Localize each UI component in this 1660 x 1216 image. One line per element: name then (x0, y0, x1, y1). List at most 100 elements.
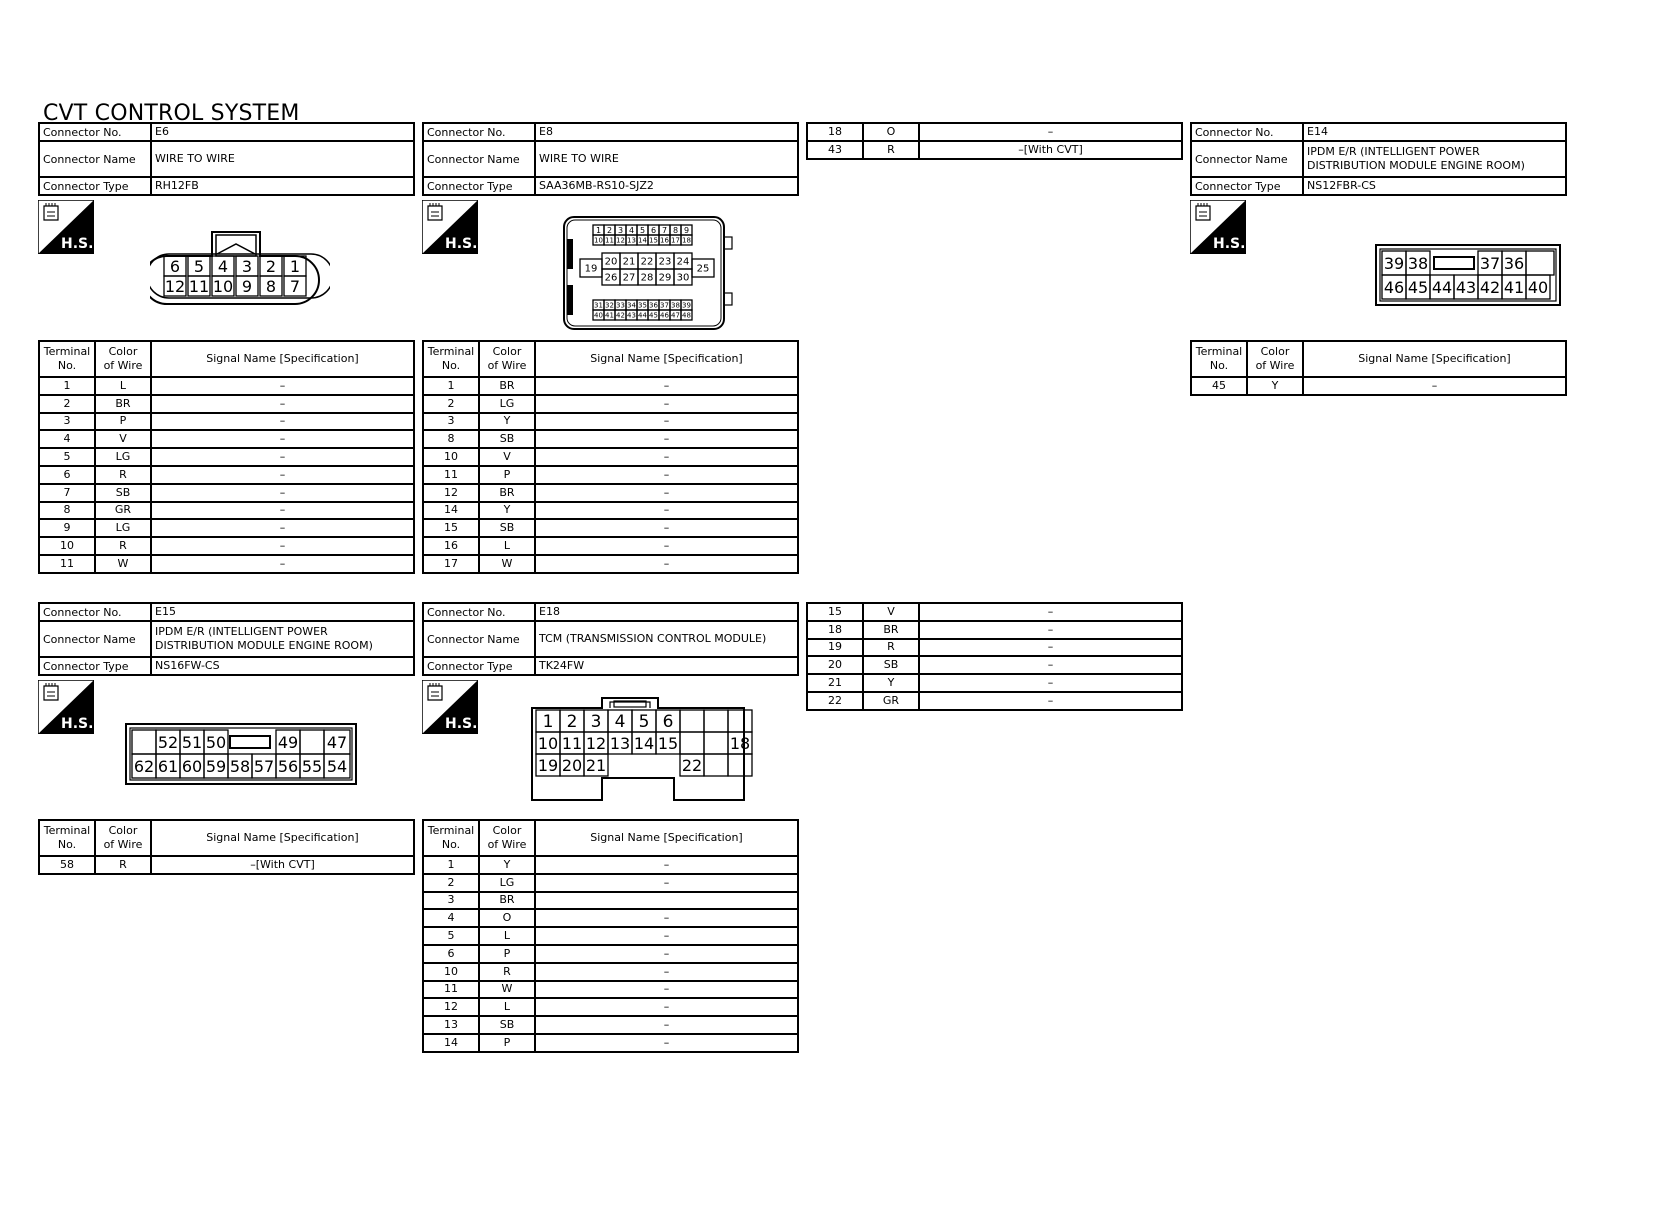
cavity-number: 34 (627, 302, 636, 310)
signal-name-cell: – (534, 464, 799, 485)
cavity-number: 14 (638, 237, 647, 245)
terminal-no-cell: 9 (38, 518, 96, 539)
e18-connector-name: TCM (TRANSMISSION CONTROL MODULE) (539, 632, 767, 645)
harness-side-icon: H.S. (38, 200, 94, 254)
signal-name-cell: – (918, 690, 1183, 711)
terminal-no-cell: 8 (38, 500, 96, 521)
cavity-number: 49 (278, 733, 298, 752)
cavity-number: 10 (213, 277, 233, 296)
cavity-number: 46 (1384, 278, 1404, 297)
cavity-number: 16 (660, 237, 669, 245)
wire-color-cell: BR (478, 890, 536, 911)
cavity-number: 42 (1480, 278, 1500, 297)
cavity (187, 275, 211, 297)
wire-color-cell: W (478, 553, 536, 574)
signal-name-cell: – (534, 979, 799, 1000)
terminal-no-cell: 14 (422, 1032, 480, 1053)
signal-name-cell: – (918, 619, 1183, 640)
cavity-number: 32 (605, 302, 614, 310)
cavity (163, 275, 187, 297)
cavity-number: 5 (640, 226, 645, 235)
harness-side-icon: H.S. (1190, 200, 1246, 254)
cavity-number: 42 (616, 312, 625, 320)
e6-connector-type: RH12FB (155, 179, 199, 192)
wire-color-cell: SB (862, 655, 920, 676)
cavity-number: 33 (616, 302, 625, 310)
cavity-number: 29 (659, 273, 672, 284)
cavity (283, 275, 307, 297)
cavity-number: 37 (660, 302, 669, 310)
cavity-number: 44 (638, 312, 647, 320)
terminal-no-cell: 19 (806, 637, 864, 658)
signal-header: Signal Name [Specification] (534, 819, 799, 857)
e8-connector-name: WIRE TO WIRE (539, 152, 619, 165)
signal-name-cell: – (918, 602, 1183, 622)
wire-color-cell: SB (478, 518, 536, 539)
svg-text:H.S.: H.S. (445, 236, 477, 252)
wire-color-cell: R (94, 855, 152, 875)
e6-connector-name: WIRE TO WIRE (155, 152, 235, 165)
connector-name-label: Connector Name (424, 142, 536, 176)
e18-connector-no: E18 (539, 605, 560, 618)
terminal-no-cell: 10 (422, 961, 480, 982)
wire-color-cell: GR (94, 500, 152, 521)
e18-connector-type: TK24FW (539, 659, 585, 672)
cavity (299, 729, 325, 755)
wire-color-cell: Y (478, 855, 536, 875)
signal-name-cell: – (150, 393, 415, 414)
cavity-number: 6 (663, 712, 674, 732)
cavity-number: 60 (182, 757, 202, 776)
wire-color-cell: Y (862, 673, 920, 693)
cavity-number: 52 (158, 733, 178, 752)
cavity (679, 709, 705, 733)
page-title: CVT CONTROL SYSTEM (43, 101, 300, 126)
cavity-number: 10 (594, 237, 603, 245)
terminal-no-cell: 4 (38, 429, 96, 450)
wire-color-cell: V (94, 429, 152, 450)
e15-connector-type: NS16FW-CS (155, 659, 220, 672)
terminal-no-cell: 2 (38, 393, 96, 414)
cavity (131, 729, 157, 755)
wire-color-cell: R (862, 139, 920, 160)
harness-side-icon: H.S. (422, 200, 478, 254)
connector-type-label: Connector Type (424, 178, 536, 194)
cavity-number: 48 (682, 312, 691, 320)
e6-connector-no: E6 (155, 125, 169, 138)
wire-color-cell: L (478, 926, 536, 946)
wire-color-cell: P (478, 464, 536, 485)
signal-name-cell: – (918, 673, 1183, 693)
cavity-number: 51 (182, 733, 202, 752)
cavity (235, 275, 259, 297)
svg-text:H.S.: H.S. (61, 716, 93, 732)
terminal-no-cell: 1 (422, 376, 480, 396)
cavity (680, 234, 693, 246)
connector-type-label: Connector Type (1192, 178, 1304, 194)
cavity-number: 20 (562, 756, 582, 775)
cavity-number: 58 (230, 757, 250, 776)
cavity-number: 5 (639, 712, 650, 732)
cavity-number: 19 (538, 756, 558, 775)
terminal-no-cell: 10 (422, 447, 480, 467)
cavity-number: 13 (610, 734, 630, 753)
